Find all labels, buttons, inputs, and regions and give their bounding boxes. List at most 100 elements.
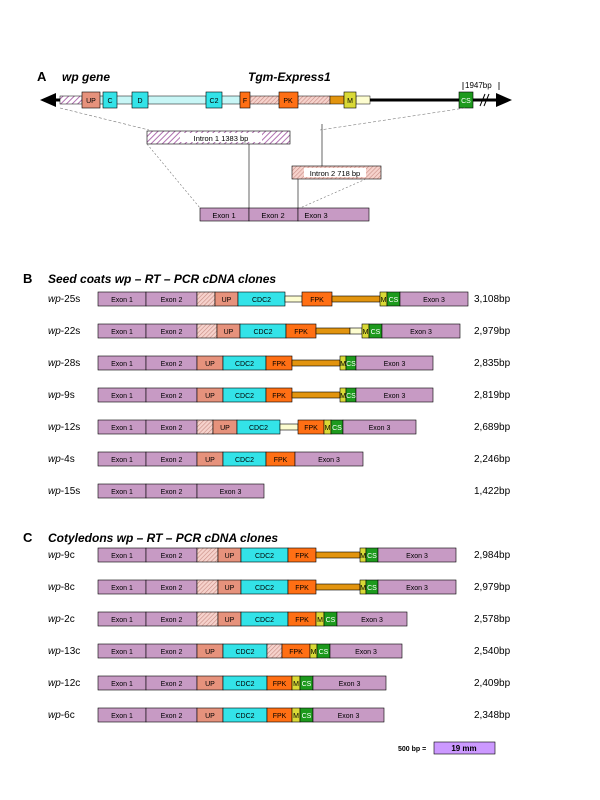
svg-text:D: D: [137, 98, 142, 105]
segment-label-exon1: Exon 1: [111, 649, 133, 656]
segment-label-fpk: FPK: [304, 425, 318, 432]
segment-label-fpk: FPK: [295, 617, 309, 624]
segment-exon3: [196, 483, 265, 499]
segment-orange: [315, 327, 351, 335]
segment-hatch: [196, 291, 216, 307]
segment-exon3: [399, 291, 469, 307]
transposon-band-mid: [219, 95, 241, 105]
clone-size: 2,246bp: [474, 454, 511, 465]
segment-label-cs: CS: [346, 361, 356, 368]
panel-a-letter: A: [37, 69, 47, 84]
domain-m: M: [343, 91, 357, 109]
svg-text:PK: PK: [283, 98, 293, 105]
segment-label-exon2: Exon 2: [161, 585, 183, 592]
segment-label-up: UP: [205, 713, 215, 720]
segment-label-cdc2: CDC2: [255, 585, 274, 592]
segment-label-up: UP: [205, 361, 215, 368]
segment-label-cs: CS: [302, 713, 312, 720]
clone-name: wp-4s: [48, 454, 75, 465]
segment-label-fpk: FPK: [272, 393, 286, 400]
svg-text:C2: C2: [210, 98, 219, 105]
segment-label-cdc2: CDC2: [255, 617, 274, 624]
segment-orange: [331, 295, 381, 303]
segment-label-m: M: [325, 425, 331, 432]
segment-label-exon2: Exon 2: [161, 553, 183, 560]
segment-hatch: [196, 579, 219, 595]
pink-hatch-region: [248, 95, 280, 105]
clone-size: 1,422bp: [474, 486, 511, 497]
segment-label-cs: CS: [319, 649, 329, 656]
clone-name: wp-9s: [48, 390, 75, 401]
svg-text:F: F: [243, 98, 247, 105]
svg-text:C: C: [107, 98, 112, 105]
intron-connector-lines: [146, 124, 367, 209]
segment-label-cdc2: CDC2: [253, 329, 272, 336]
intron2-box: Intron 2 718 bp: [291, 165, 382, 180]
svg-text:CS: CS: [461, 98, 471, 105]
segment-label-exon1: Exon 1: [111, 361, 133, 368]
segment-label-exon1: Exon 1: [111, 553, 133, 560]
segment-label-cdc2: CDC2: [249, 425, 268, 432]
segment-exon3: [342, 419, 417, 435]
panel-c-letter: C: [23, 530, 33, 545]
segment-label-fpk: FPK: [295, 585, 309, 592]
transposon-body-band: [147, 95, 207, 105]
clone-name: wp-25s: [48, 294, 80, 305]
segment-hatch: [266, 643, 283, 659]
segment-label-exon2: Exon 2: [161, 681, 183, 688]
segment-label-up: UP: [205, 457, 215, 464]
segment-label-up: UP: [225, 553, 235, 560]
segment-label-cs: CS: [367, 585, 377, 592]
intron1-box: Intron 1 1383 bp: [146, 130, 291, 145]
segment-label-m: M: [293, 681, 299, 688]
bp-size-marker: 1947bp: [462, 81, 500, 90]
segment-label-up: UP: [225, 617, 235, 624]
segment-label-m: M: [311, 649, 317, 656]
segment-label-cdc2: CDC2: [235, 649, 254, 656]
segment-label-exon3: Exon 3: [369, 425, 391, 432]
segment-label-exon2: Exon 2: [161, 361, 183, 368]
segment-orange: [291, 359, 341, 367]
domain-f: F: [239, 91, 251, 109]
segment-label-fpk: FPK: [295, 553, 309, 560]
clone-size: 2,819bp: [474, 390, 511, 401]
segment-label-cdc2: CDC2: [255, 553, 274, 560]
segment-label-cdc2: CDC2: [252, 297, 271, 304]
panel-b-letter: B: [23, 271, 32, 286]
clone-size: 2,348bp: [474, 710, 511, 721]
segment-label-cs: CS: [346, 393, 356, 400]
segment-label-exon1: Exon 1: [111, 393, 133, 400]
segment-label-exon3: Exon 3: [220, 489, 242, 496]
intron1-label: Intron 1 1383 bp: [194, 134, 249, 143]
clone-name: wp-6c: [48, 710, 75, 721]
domain-pk: PK: [278, 91, 299, 109]
panel-c: C Cotyledons wp – RT – PCR cDNA clones w…: [23, 530, 511, 723]
segment-label-m: M: [363, 329, 369, 336]
segment-orange: [315, 583, 361, 591]
scale-legend: 500 bp = 19 mm: [398, 741, 496, 755]
segment-label-cdc2: CDC2: [235, 681, 254, 688]
segment-label-exon1: Exon 1: [111, 297, 133, 304]
segment-label-exon1: Exon 1: [111, 489, 133, 496]
segment-label-cs: CS: [389, 297, 399, 304]
domain-up: UP: [81, 91, 101, 109]
left-arrow-head: [40, 93, 56, 107]
clone-name: wp-28s: [48, 358, 80, 369]
exon1-hatch-region: [59, 95, 83, 105]
segment-label-m: M: [317, 617, 323, 624]
clone-size: 2,979bp: [474, 582, 511, 593]
segment-label-cs: CS: [371, 329, 381, 336]
exon1-label: Exon 1: [212, 211, 235, 220]
segment-label-exon1: Exon 1: [111, 457, 133, 464]
wp-gene-label: wp gene: [62, 70, 110, 84]
segment-label-exon1: Exon 1: [111, 617, 133, 624]
segment-label-exon1: Exon 1: [111, 681, 133, 688]
pale-region: [355, 95, 371, 105]
segment-label-exon2: Exon 2: [161, 713, 183, 720]
segment-pale: [279, 423, 299, 431]
segment-label-up: UP: [222, 297, 232, 304]
intron2-label: Intron 2 718 bp: [310, 169, 360, 178]
